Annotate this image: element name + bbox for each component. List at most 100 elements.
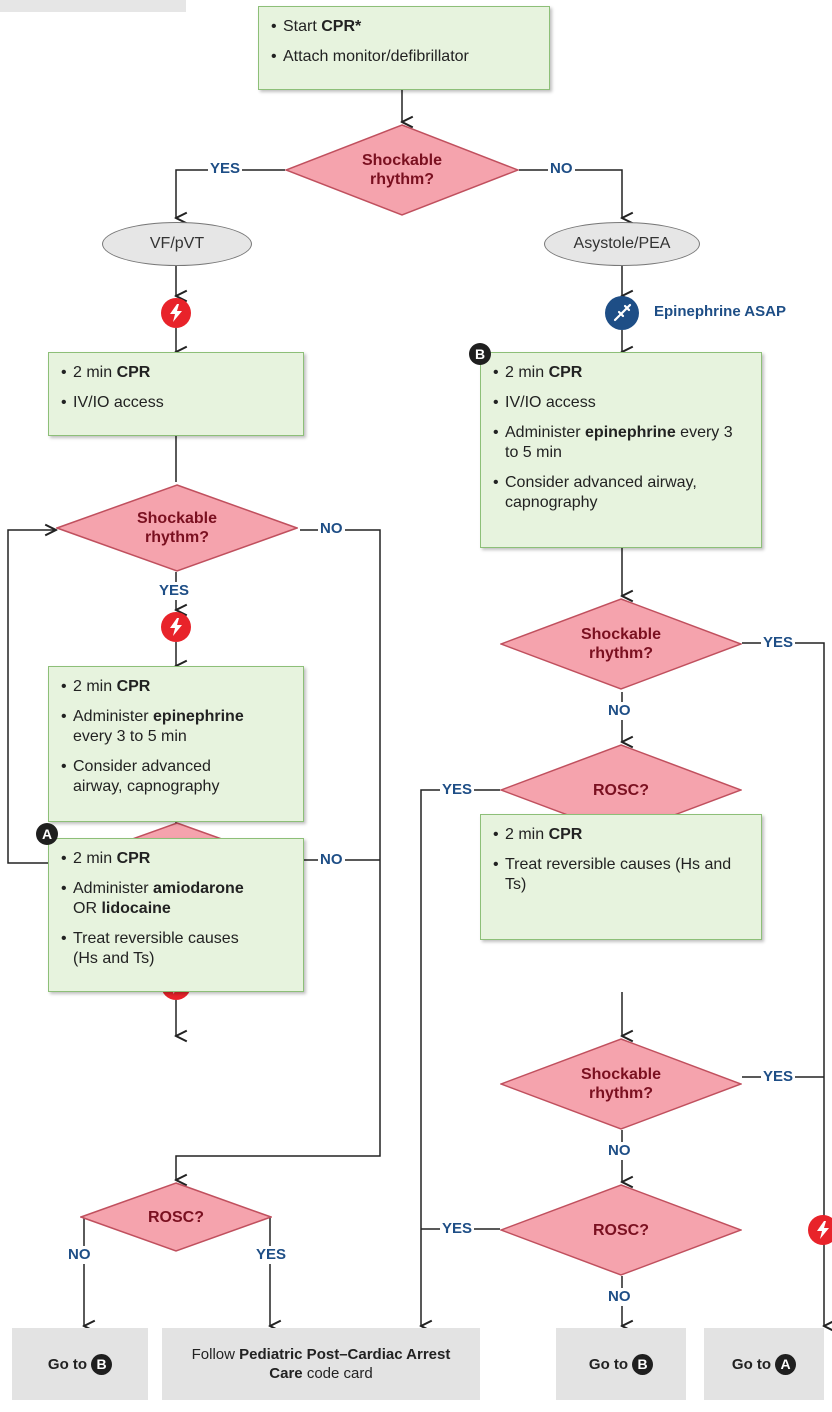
text: 2 min (73, 678, 117, 695)
decision-text: Shockable rhythm? (136, 510, 218, 546)
bold-text: epinephrine (153, 708, 244, 725)
decision-text: ROSC? (593, 1221, 649, 1239)
text: 2 min (73, 364, 117, 381)
badge-a: A (36, 823, 58, 845)
bullet-item: IV/IO access (493, 393, 741, 413)
bullet-item: 2 min CPR (61, 363, 295, 383)
text: IV/IO access (505, 394, 596, 411)
bullet-item: Consider advanced airway, capnography (493, 473, 741, 513)
badge-b: B (632, 1353, 654, 1375)
bold-text: lidocaine (101, 900, 171, 917)
decision-shockable-rhythm-left-1: Shockable rhythm? (56, 484, 298, 572)
decision-text: ROSC? (148, 1208, 204, 1226)
text: Treat reversible causes (Hs and Ts) (505, 856, 732, 893)
syringe-icon (605, 296, 639, 330)
start-box-list: Start CPR* Attach monitor/defibrillator (259, 7, 549, 67)
goto-prefix: Go to (588, 1355, 629, 1373)
label-yes: YES (208, 160, 243, 178)
goto-prefix: Go to (731, 1355, 772, 1373)
bold-text: CPR (116, 364, 151, 381)
bullet-item: Treat reversible causes (Hs and Ts) (61, 929, 263, 969)
text: Attach monitor/defibrillator (283, 48, 469, 65)
action-box-left-2: 2 min CPRAdminister epinephrine every 3 … (48, 666, 304, 822)
label-no: NO (318, 851, 345, 869)
action-box-list: 2 min CPR Administer amiodarone OR lidoca… (49, 839, 303, 969)
bullet-item: Consider advanced airway, capnography (61, 757, 253, 797)
bullet-item: 2 min CPR (61, 849, 263, 869)
badge-a: A (775, 1353, 797, 1375)
decision-rosc-left: ROSC? (80, 1182, 272, 1252)
follow-post-cardiac-arrest-box: Follow Pediatric Post–Cardiac Arrest Car… (162, 1328, 480, 1400)
label-yes: YES (440, 1220, 475, 1238)
decision-text: Shockable rhythm? (580, 626, 662, 662)
badge-b: B (469, 343, 491, 365)
lightning-icon (808, 1215, 832, 1245)
text: Administer (505, 424, 586, 441)
label-no: NO (606, 702, 633, 720)
start-box: Start CPR* Attach monitor/defibrillator (258, 6, 550, 90)
label-yes: YES (254, 1246, 289, 1264)
label-yes: YES (761, 1068, 796, 1086)
follow-text: Follow Pediatric Post–Cardiac Arrest Car… (174, 1345, 468, 1383)
label-no: NO (318, 520, 345, 538)
action-box-list: 2 min CPR IV/IO access (49, 353, 303, 413)
text: every 3 to 5 min (73, 728, 187, 745)
decision-shockable-rhythm-right-2: Shockable rhythm? (500, 1038, 742, 1130)
lightning-icon (161, 612, 191, 642)
label-no: NO (548, 160, 575, 178)
text: Follow (191, 1346, 240, 1363)
decision-rosc-right-2: ROSC? (500, 1184, 742, 1276)
bold-text: CPR* (321, 18, 362, 35)
label-yes: YES (157, 582, 192, 600)
bullet-item: Attach monitor/defibrillator (271, 47, 541, 67)
text: code card (302, 1365, 373, 1382)
lightning-icon (161, 298, 191, 328)
bold-text: epinephrine (585, 424, 676, 441)
goto-prefix: Go to (47, 1355, 88, 1373)
decision-shockable-rhythm-top: Shockable rhythm? (285, 124, 519, 216)
text: Consider advanced airway, capnography (505, 474, 697, 511)
decision-shockable-rhythm-right-1: Shockable rhythm? (500, 598, 742, 690)
badge-b: B (91, 1353, 113, 1375)
text: 2 min (505, 364, 549, 381)
action-box-list: 2 min CPRAdminister epinephrine every 3 … (49, 667, 303, 797)
label-no: NO (606, 1142, 633, 1160)
bullet-item: Start CPR* (271, 17, 541, 37)
text: OR (73, 900, 102, 917)
bullet-item: 2 min CPR (493, 825, 741, 845)
bold-text: amiodarone (153, 880, 244, 897)
bold-text: CPR (548, 364, 583, 381)
action-box-list: 2 min CPR Treat reversible causes (Hs and… (481, 815, 761, 895)
action-box-left-1: 2 min CPR IV/IO access (48, 352, 304, 436)
bullet-item: IV/IO access (61, 393, 295, 413)
decision-text: ROSC? (593, 781, 649, 799)
oval-text: Asystole/PEA (573, 235, 671, 252)
label-yes: YES (440, 781, 475, 799)
bullet-item: Administer epinephrine every 3 to 5 min (493, 423, 741, 463)
text: 2 min (505, 826, 549, 843)
bold-text: CPR (548, 826, 583, 843)
bold-text: CPR (116, 678, 151, 695)
decision-text: Shockable rhythm? (361, 152, 443, 188)
action-box-left-3: 2 min CPR Administer amiodarone OR lidoca… (48, 838, 304, 992)
text: Start (283, 18, 322, 35)
text: 2 min (73, 850, 117, 867)
label-no: NO (66, 1246, 93, 1264)
bold-text: Pediatric Post–Cardiac Arrest Care (239, 1346, 451, 1382)
action-box-right-1: 2 min CPR IV/IO accessAdminister epinephr… (480, 352, 762, 548)
corner-tab (0, 0, 186, 12)
text: IV/IO access (73, 394, 164, 411)
bullet-item: 2 min CPR (61, 677, 253, 697)
epinephrine-asap-label: Epinephrine ASAP (654, 303, 786, 320)
oval-text: VF/pVT (149, 235, 205, 252)
bold-text: CPR (116, 850, 151, 867)
oval-asystole-pea: Asystole/PEA (544, 222, 700, 266)
text: every 3 to 5 min (505, 424, 733, 461)
action-box-right-2: 2 min CPR Treat reversible causes (Hs and… (480, 814, 762, 940)
bullet-item: Administer amiodarone OR lidocaine (61, 879, 263, 919)
text: Treat reversible causes (Hs and Ts) (73, 930, 239, 967)
label-yes: YES (761, 634, 796, 652)
